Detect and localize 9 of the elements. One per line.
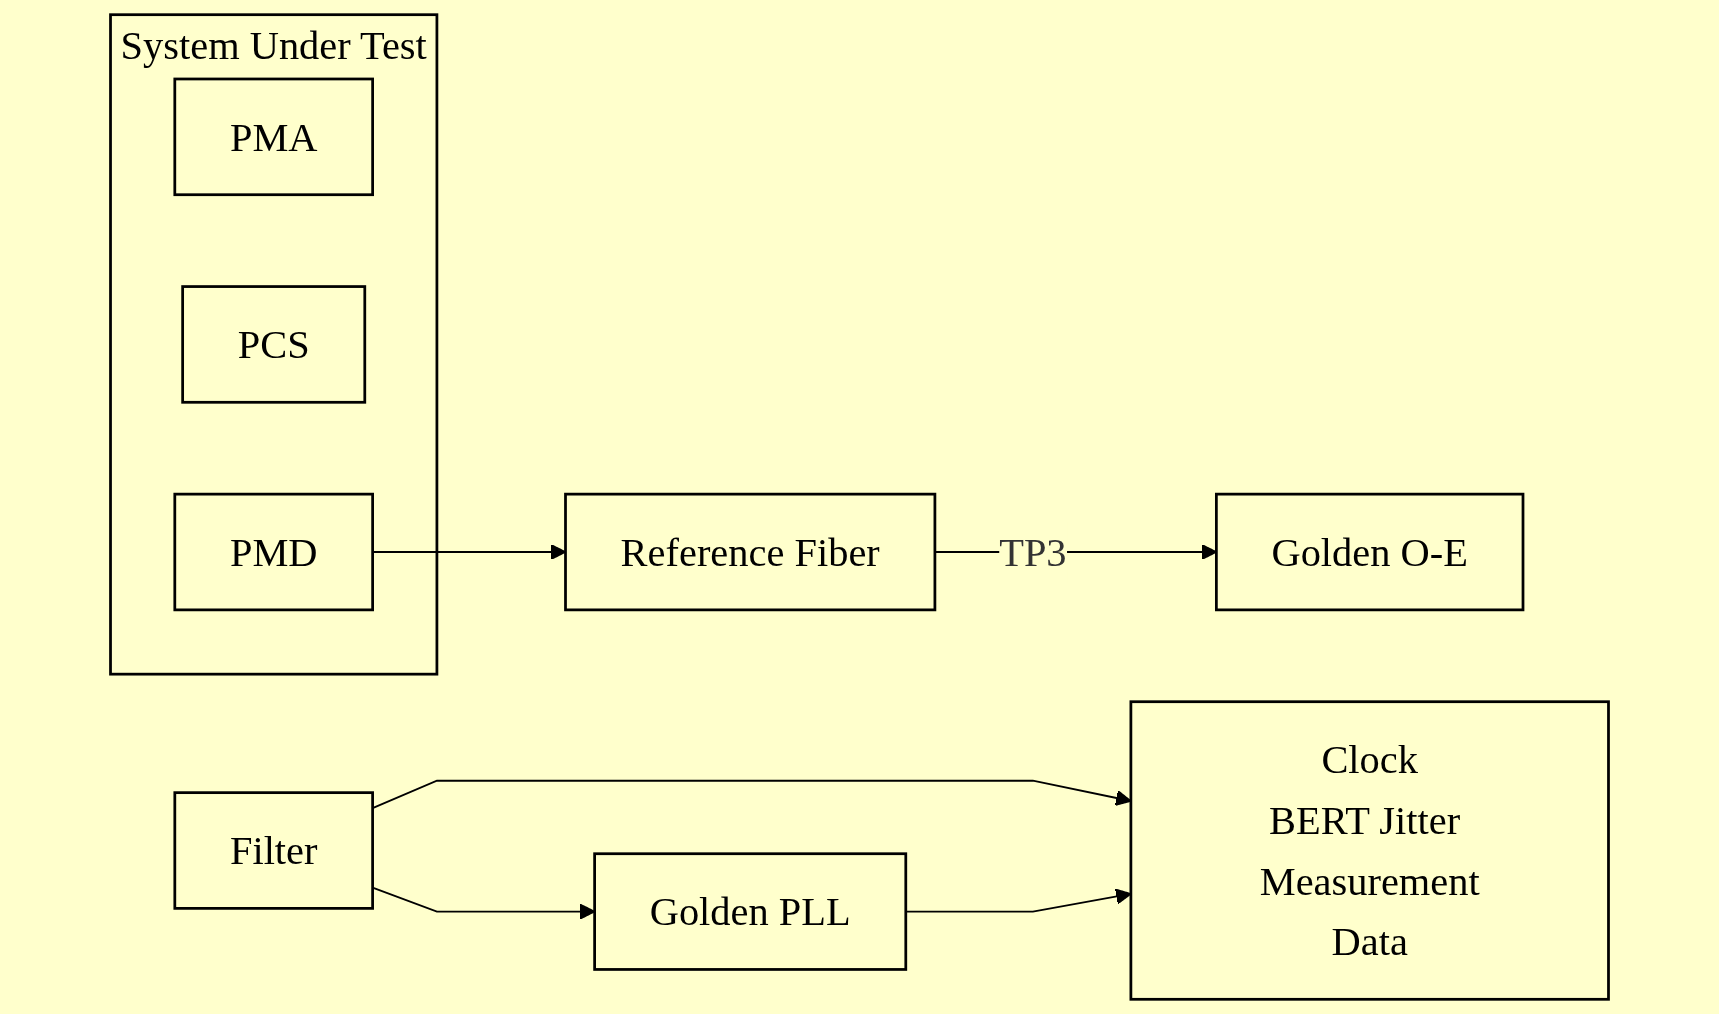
edge-label: TP3: [999, 529, 1067, 575]
node-box: PMA: [173, 77, 374, 197]
node-box: PCS: [181, 285, 367, 404]
node-box: Filter: [173, 791, 374, 910]
node-box: Golden O-E: [1215, 492, 1525, 612]
node-box: Golden PLL: [593, 852, 908, 971]
node-box: PMD: [173, 492, 374, 612]
node-box: Clock BERT Jitter Measurement Data: [1129, 700, 1610, 1001]
node-box: Reference Fiber: [564, 492, 937, 612]
